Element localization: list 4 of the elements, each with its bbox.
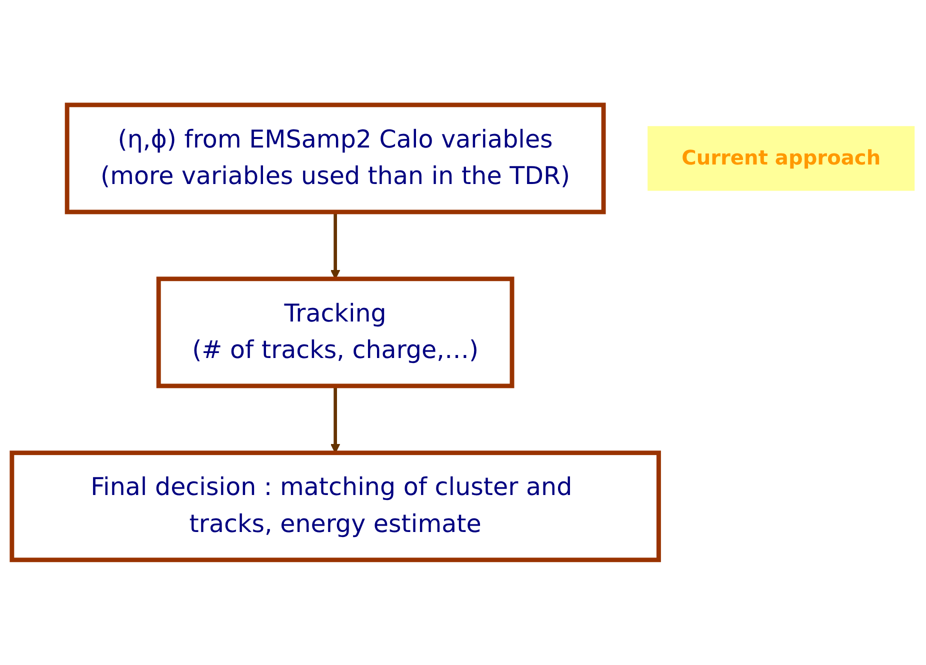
node-box: Tracking (# of tracks, charge,…) bbox=[156, 276, 514, 388]
node-box: Current approach bbox=[648, 126, 915, 191]
node-box: (η,ϕ) from EMSamp2 Calo variables (more variables used than in the TDR) bbox=[64, 102, 606, 214]
node-box: Final decision : matching of cluster and tracks, energy estimate bbox=[10, 450, 661, 562]
